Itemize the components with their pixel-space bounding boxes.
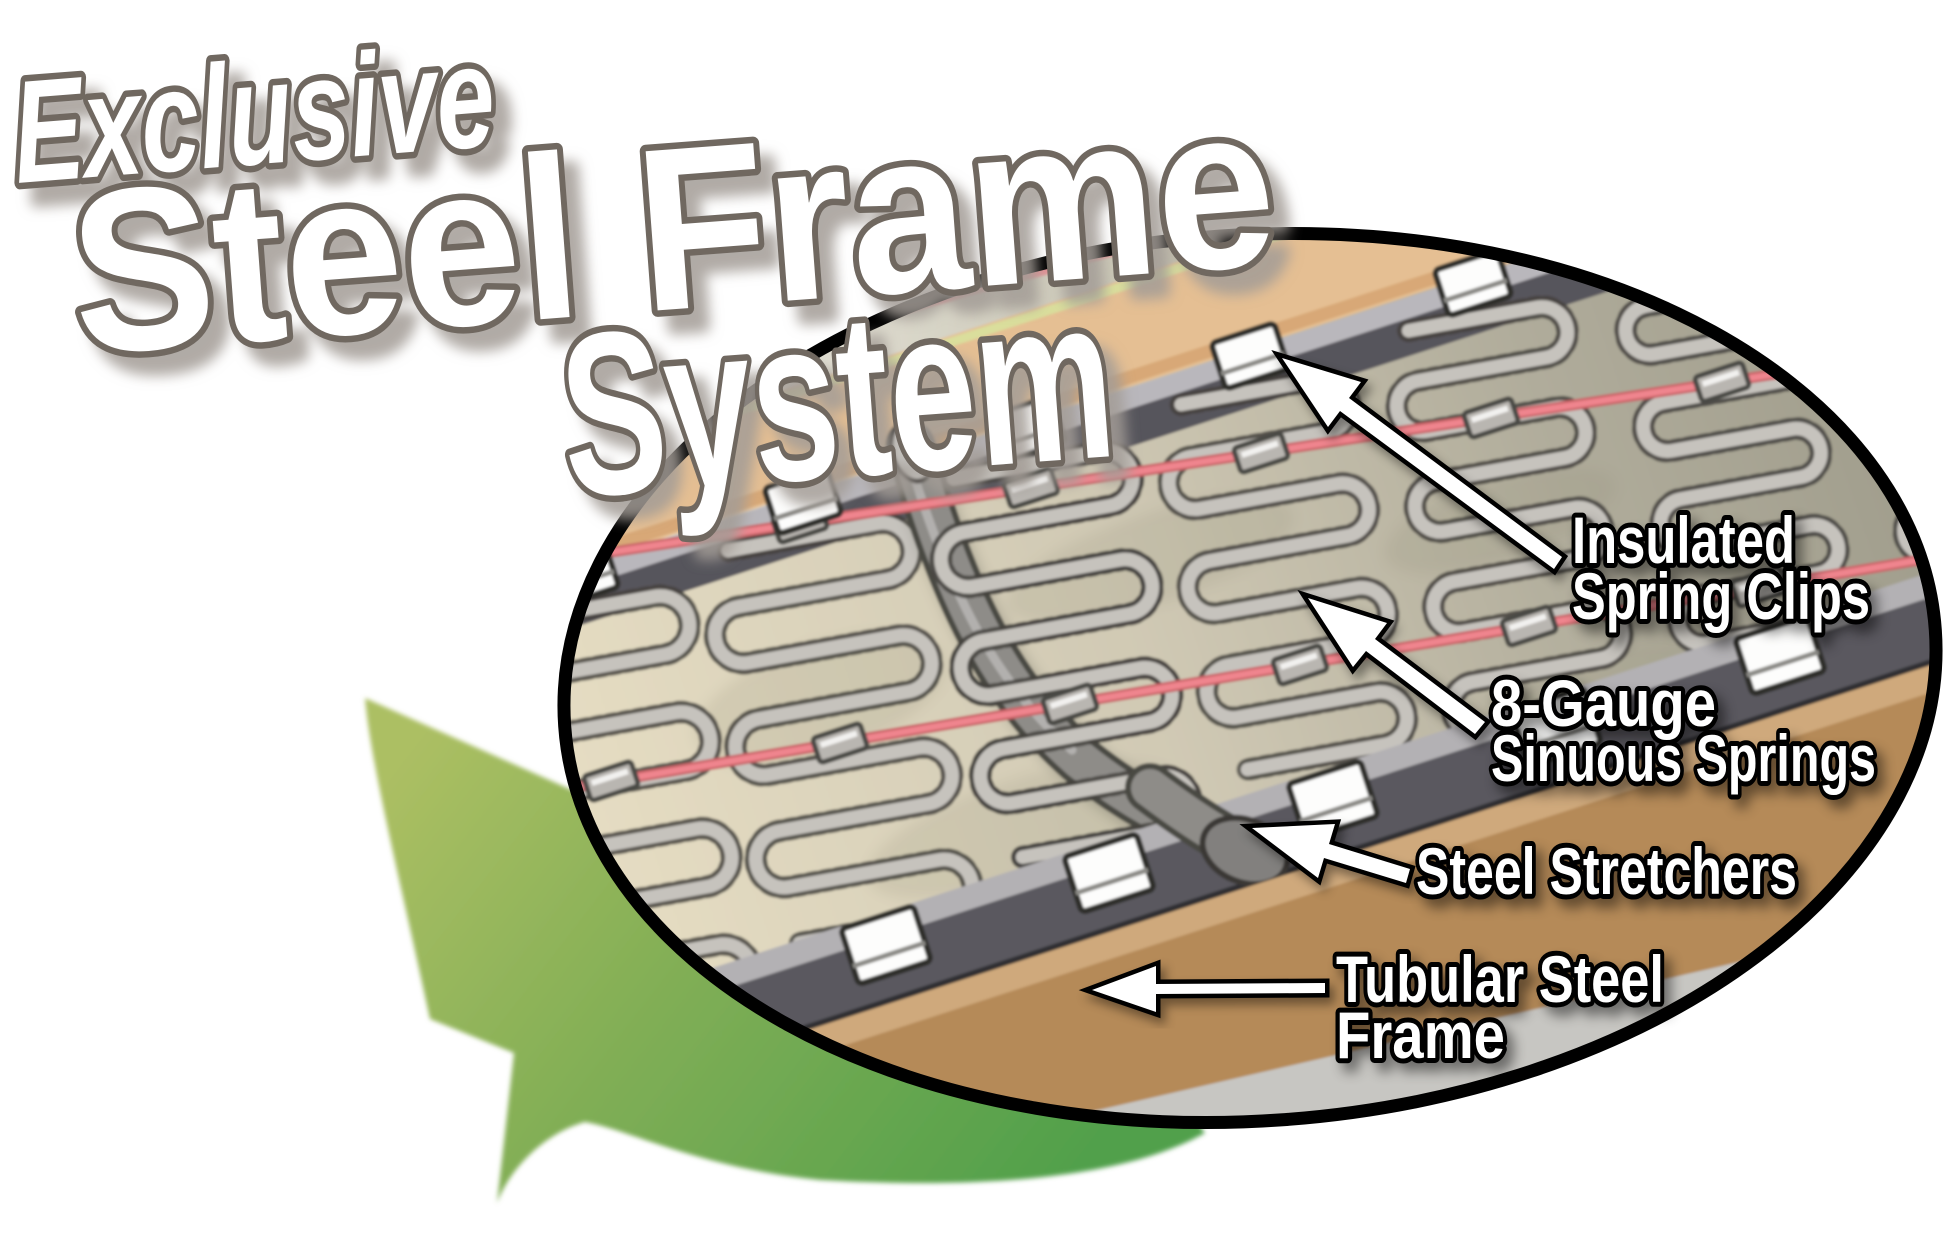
svg-text:Spring Clips: Spring Clips <box>1572 559 1870 633</box>
svg-text:8-Gauge: 8-Gauge <box>1491 666 1716 740</box>
svg-text:Frame: Frame <box>1336 998 1505 1072</box>
svg-text:Tubular Steel: Tubular Steel <box>1336 942 1664 1016</box>
svg-text:System: System <box>552 247 1122 547</box>
svg-text:Steel Stretchers: Steel Stretchers <box>1416 834 1797 908</box>
svg-text:Insulated: Insulated <box>1572 503 1795 577</box>
svg-text:Sinuous Springs: Sinuous Springs <box>1491 721 1876 795</box>
